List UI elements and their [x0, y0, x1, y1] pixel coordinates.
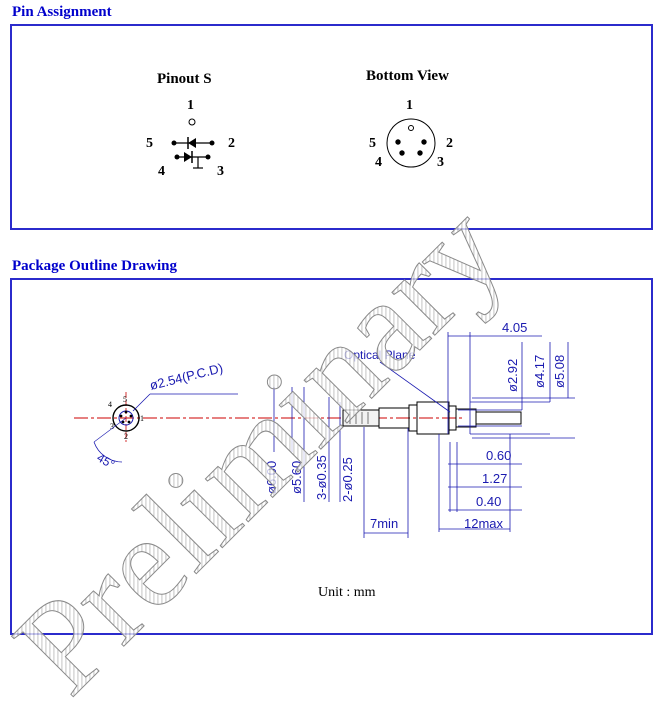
dim-5-60: ø5.60 [289, 461, 304, 494]
outline-drawing: 5 4 1 3 2 ø2.54(P.C.D) 45° [74, 320, 575, 600]
svg-text:4: 4 [108, 400, 112, 409]
bottom-pin-3: 3 [437, 155, 444, 170]
bottom-pin-2: 2 [446, 136, 453, 151]
package-outline-frame: 5 4 1 3 2 ø2.54(P.C.D) 45° [10, 278, 653, 635]
header-pin-5 [395, 139, 401, 145]
bottom-pin-1: 1 [406, 98, 413, 113]
header-pin-1 [408, 125, 414, 131]
dimension-labels: Optical Plane 4.05 ø2.92 ø4.17 ø5.08 ø6.… [264, 320, 567, 531]
dim-4-05: 4.05 [502, 320, 527, 335]
optical-plane-label: Optical Plane [344, 348, 416, 362]
pinout-pin-5: 5 [146, 136, 153, 151]
dim-0-60: 0.60 [486, 448, 511, 463]
svg-text:2: 2 [124, 432, 128, 441]
header-pin-3 [417, 150, 423, 156]
bottom-pin-5: 5 [369, 136, 376, 151]
header-pin-4 [399, 150, 405, 156]
svg-text:1: 1 [140, 414, 144, 423]
pinout-pin-3: 3 [217, 164, 224, 179]
pin-assignment-title: Pin Assignment [12, 4, 112, 20]
photodiode-symbol [174, 151, 211, 169]
pinout-pin-4: 4 [158, 164, 165, 179]
dim-6-00: ø6.00 [264, 461, 279, 494]
bottom-view-label: Bottom View [366, 68, 449, 84]
header-circle [112, 404, 140, 432]
pin-diagrams: Pinout S 1 5 2 4 3 Bottom View 1 [146, 68, 453, 179]
pin-assignment-frame: Pinout S 1 5 2 4 3 Bottom View 1 [10, 24, 653, 230]
dim-1-27: 1.27 [482, 471, 507, 486]
laser-diode-symbol [171, 137, 215, 149]
svg-text:3: 3 [110, 422, 114, 431]
pinout-pin-1: 1 [187, 98, 194, 113]
svg-text:5: 5 [123, 395, 127, 404]
dim-0-25: 2-ø0.25 [340, 457, 355, 502]
dim-5-08: ø5.08 [552, 355, 567, 388]
dim-2-92: ø2.92 [505, 359, 520, 392]
dimension-lines [273, 332, 575, 538]
pinout-pin-2: 2 [228, 136, 235, 151]
unit-label: Unit : mm [318, 585, 376, 600]
pin-1-marker [188, 118, 196, 126]
dim-4-17: ø4.17 [532, 355, 547, 388]
dim-7min: 7min [370, 516, 398, 531]
header-outline [386, 118, 436, 168]
dim-12max: 12max [464, 516, 504, 531]
package-outline-title: Package Outline Drawing [12, 258, 177, 274]
pinout-label: Pinout S [157, 71, 212, 87]
bottom-pin-4: 4 [375, 155, 382, 170]
front-view: 5 4 1 3 2 [74, 392, 462, 463]
pcd-label: ø2.54(P.C.D) [148, 360, 224, 393]
dim-0-40: 0.40 [476, 494, 501, 509]
dim-0-35: 3-ø0.35 [314, 455, 329, 500]
angle-label: 45° [95, 450, 118, 471]
package-body [342, 401, 522, 435]
header-pin-2 [421, 139, 427, 145]
